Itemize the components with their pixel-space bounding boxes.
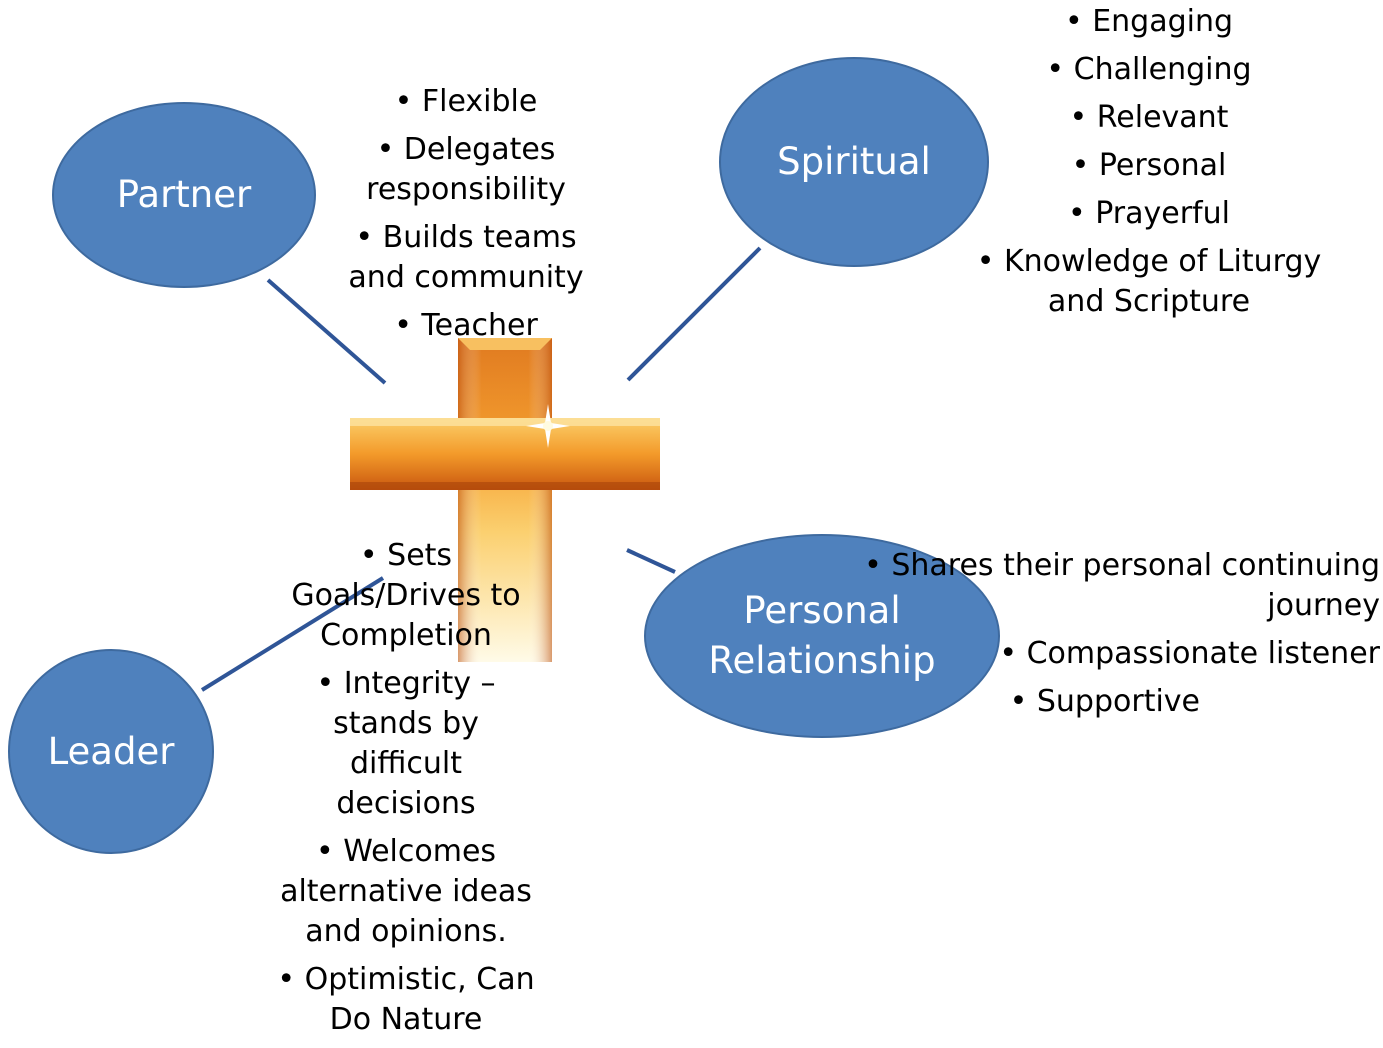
partner-bullet: Flexible [272,82,660,122]
node-partner-label: Partner [116,173,252,216]
leader-bullet: Welcomes alternative ideas and opinions. [238,832,574,952]
partner-bullet: Delegates responsibility [272,130,660,210]
partner-bullet: Builds teams and community [272,218,660,298]
leader-bullet: Integrity – stands by difficult decision… [238,664,574,824]
spiritual-bullet: Personal [934,146,1364,186]
partner-bullet: Teacher [272,306,660,346]
leader-bullet: Sets Goals/Drives to Completion [238,536,574,656]
relationship-bullet: Compassionate listener [850,634,1380,674]
spiritual-bullet: Engaging [934,2,1364,42]
spiritual-bullet: Challenging [934,50,1364,90]
spiritual-bullet: Prayerful [934,194,1364,234]
partner-bullet-list: Flexible Delegates responsibility Builds… [272,82,660,354]
leader-bullet: Optimistic, Can Do Nature [238,960,574,1040]
connector-relationship [626,548,676,574]
node-leader-label: Leader [47,729,175,773]
spiritual-bullet: Relevant [934,98,1364,138]
spiritual-bullet: Knowledge of Liturgy and Scripture [934,242,1364,322]
leader-bullet-list: Sets Goals/Drives to Completion Integrit… [238,536,574,1048]
connector-spiritual [626,246,762,382]
node-leader: Leader [8,649,214,854]
node-spiritual-label: Spiritual [777,140,931,183]
spiritual-bullet-list: Engaging Challenging Relevant Personal P… [934,2,1364,330]
relationship-bullet-list: Shares their personal continuing journey… [850,546,1380,730]
relationship-bullet: Supportive [850,682,1380,722]
relationship-bullet: Shares their personal continuing journey [850,546,1380,626]
